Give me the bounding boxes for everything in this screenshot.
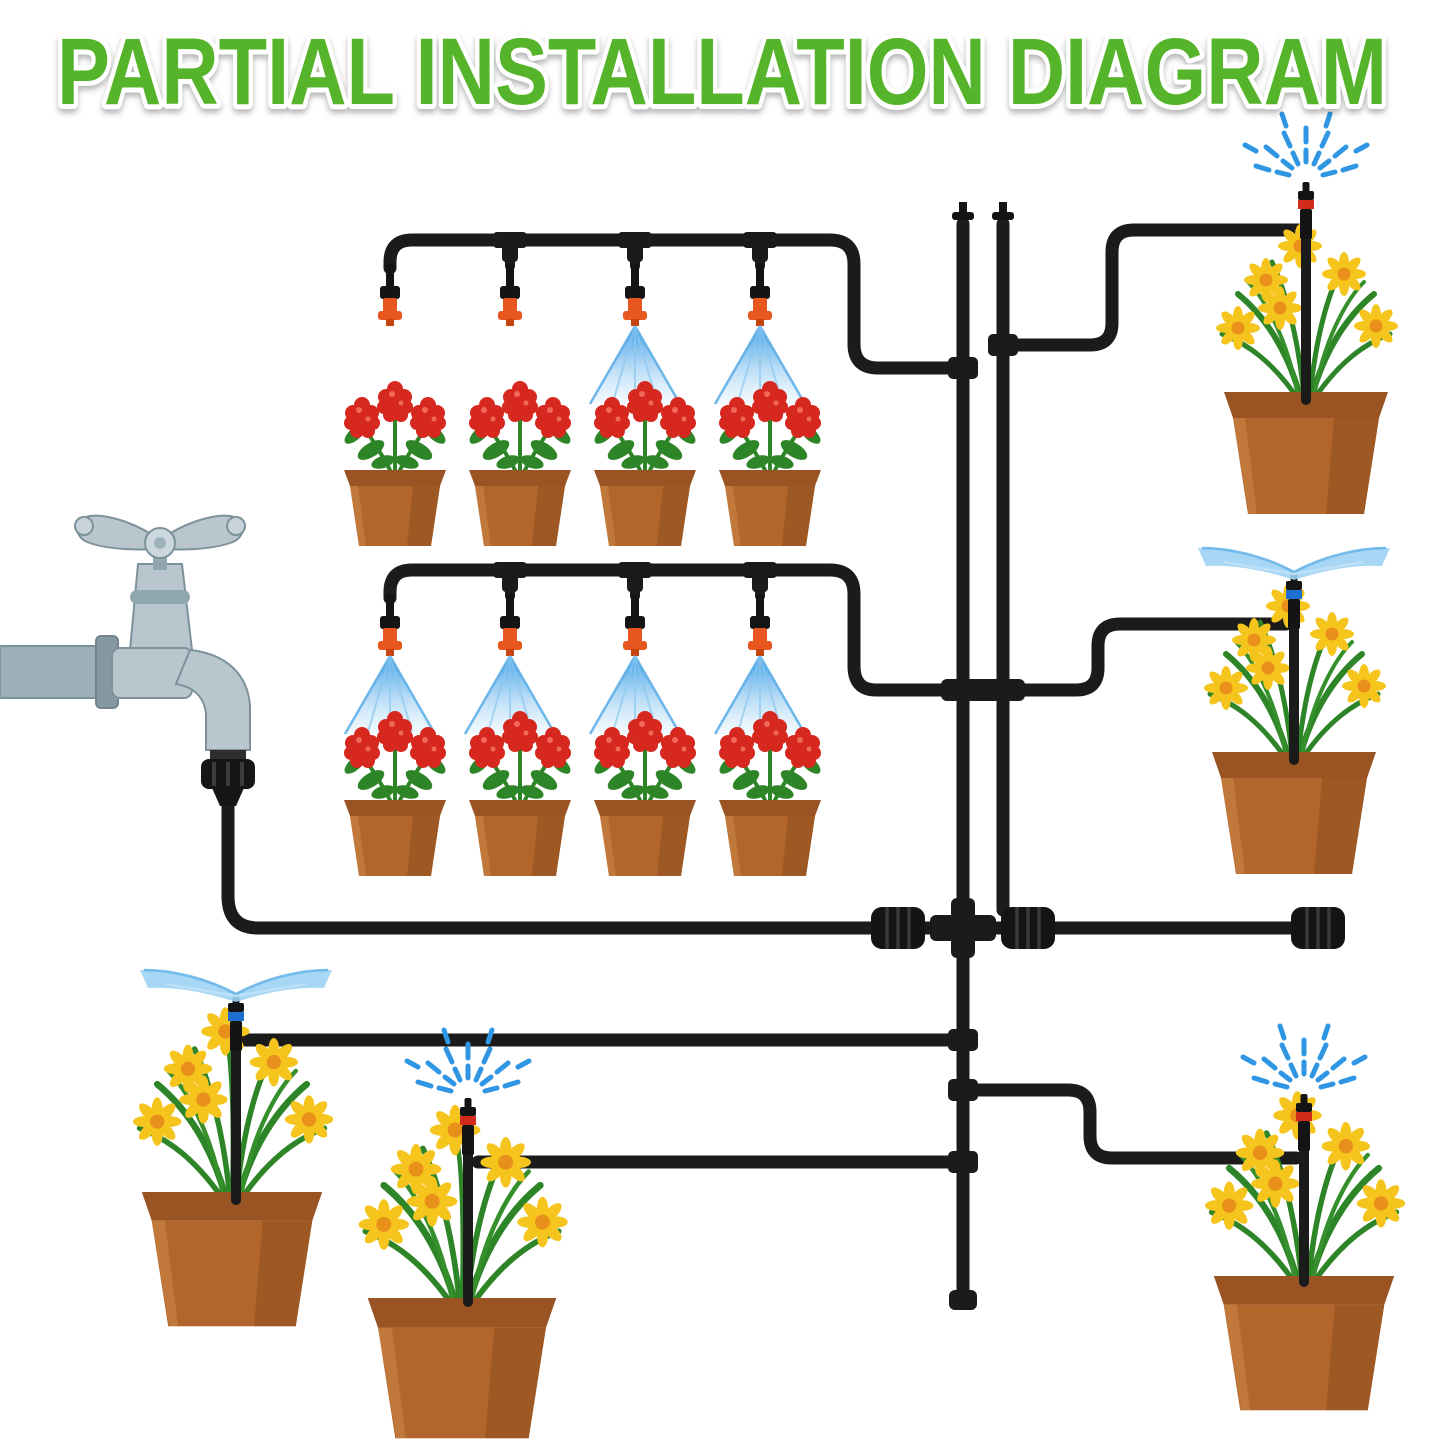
hose-adapter [201,750,255,806]
mister-nozzle [378,264,402,326]
tap-handle [74,514,246,559]
drop-tee [618,232,652,262]
red-flower-pot [466,711,573,876]
red-flower-pot [716,711,823,876]
mister-nozzle [498,594,522,656]
drop-tee [743,562,777,592]
tee-connector [988,334,1018,356]
pipe-cap [952,202,974,220]
red-flower-pot [591,381,698,546]
sprinkler-head-blue [1286,572,1302,629]
water-fan-spray [1196,546,1392,582]
red-flower-pot [341,381,448,546]
mister-nozzle [748,594,772,656]
end-plug [1289,905,1347,951]
mister-nozzle [623,264,647,326]
page-title: PARTIAL INSTALLATION DIAGRAM [57,19,1387,125]
sprinkler-bottom-right [1205,1026,1405,1410]
supply-tube-from-tap [221,793,883,935]
tee-connector [948,1079,978,1101]
pipe-cap [992,202,1014,220]
mister-nozzle [623,594,647,656]
sprinkler-head-blue [228,994,244,1051]
pipe-end-cap [949,1290,977,1310]
red-flower-pot [466,381,573,546]
drop-tee [493,232,527,262]
sprinkler-bottom-center [359,1030,568,1438]
main-tee-connector [930,915,996,941]
red-pots-row-middle [341,711,823,876]
drop-tee [618,562,652,592]
tee-connector [948,1151,978,1173]
mister-nozzle [748,264,772,326]
branch-middle-right [1014,617,1293,697]
pipe-fittings [493,202,1347,1310]
branch-top-right [996,223,1305,352]
water-droplet-spray [1243,1026,1365,1087]
tap-spout [174,648,251,751]
misting-row-middle [343,594,807,736]
misting-header-top [383,233,964,375]
tap-collar [130,590,190,604]
red-flower-pot [341,711,448,876]
misting-header-middle [383,563,952,697]
cross-connector [941,679,1025,701]
misting-row-top [378,264,807,406]
sprinkler-head-red [460,1098,476,1155]
water-tap [0,514,255,806]
mister-nozzle [498,264,522,326]
sprinkler-head-red [1298,182,1314,239]
sprinkler-bottom-left [133,968,334,1326]
water-fan-spray [138,968,334,1004]
drop-tee [493,562,527,592]
red-pots-row-top [341,381,823,546]
hose-coupling [999,905,1057,951]
tee-connector [948,357,978,379]
tee-connector [948,1029,978,1051]
red-flower-pot [716,381,823,546]
wall-pipe [0,645,109,699]
red-flower-pot [591,711,698,876]
sprinkler-top-right [1216,114,1398,514]
tap-column [128,563,194,651]
branch-bottom-right [962,1083,1303,1165]
sprinkler-middle-right [1196,546,1392,874]
hose-coupling [869,905,927,951]
mister-nozzle [378,594,402,656]
drop-tee [743,232,777,262]
